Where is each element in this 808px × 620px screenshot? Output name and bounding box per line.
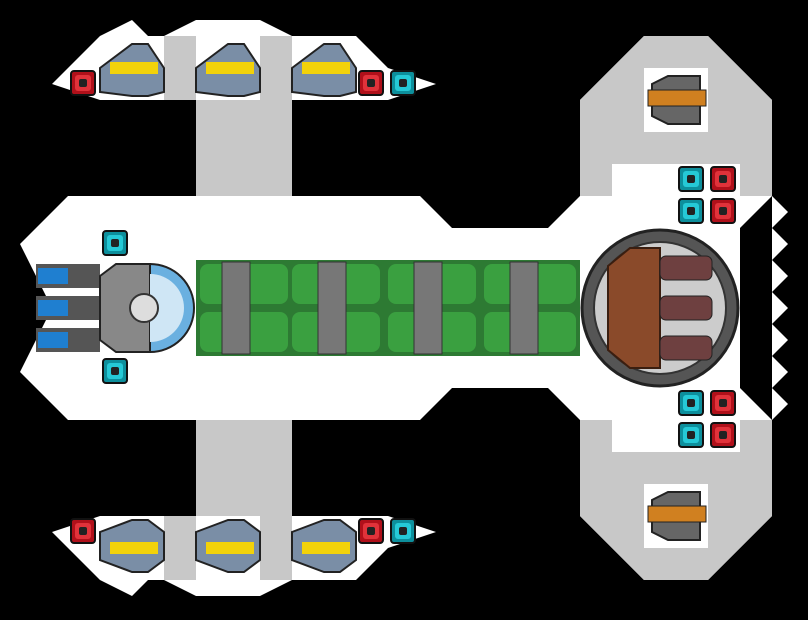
weapon-module-icon[interactable] xyxy=(358,518,384,544)
weapon-module-icon[interactable] xyxy=(710,166,736,192)
weapon-module-icon[interactable] xyxy=(710,198,736,224)
bottom-strut xyxy=(196,412,292,520)
top-weapon-pods xyxy=(99,43,357,97)
side-turret-bottom xyxy=(644,484,708,548)
weapon-module-icon[interactable] xyxy=(358,70,384,96)
weapon-module-icon[interactable] xyxy=(710,422,736,448)
shield-module-icon[interactable] xyxy=(390,70,416,96)
weapon-module-icon[interactable] xyxy=(70,518,96,544)
bottom-weapon-pods xyxy=(99,519,357,573)
shield-module-icon[interactable] xyxy=(678,422,704,448)
shield-module-icon[interactable] xyxy=(102,230,128,256)
top-strut xyxy=(196,96,292,204)
fuel-tank-array xyxy=(196,260,580,356)
main-turret xyxy=(580,228,740,388)
bridge-module xyxy=(99,262,195,354)
weapon-module-icon[interactable] xyxy=(70,70,96,96)
shield-module-icon[interactable] xyxy=(678,198,704,224)
shield-module-icon[interactable] xyxy=(390,518,416,544)
shield-module-icon[interactable] xyxy=(102,358,128,384)
side-turret-top xyxy=(644,68,708,132)
shield-module-icon[interactable] xyxy=(678,390,704,416)
engine-bank xyxy=(36,264,100,352)
shield-module-icon[interactable] xyxy=(678,166,704,192)
weapon-module-icon[interactable] xyxy=(710,390,736,416)
